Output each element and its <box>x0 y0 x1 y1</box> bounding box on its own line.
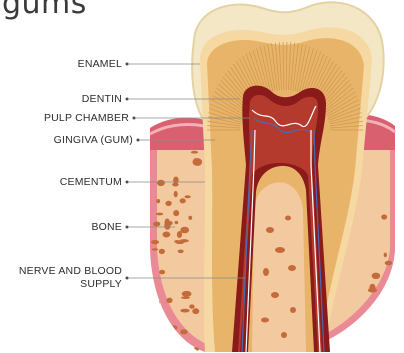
label-nerve-blood: NERVE AND BLOOD SUPPLY <box>19 265 122 291</box>
bone-spot <box>172 334 177 341</box>
bone-spot <box>189 304 194 308</box>
bone-spot <box>384 253 387 258</box>
bone-spot <box>173 347 179 353</box>
bone-spot <box>156 199 160 203</box>
bone-spot <box>194 158 198 161</box>
bone-spot <box>157 180 165 186</box>
bone-spot <box>166 298 172 303</box>
bone-spot <box>180 198 186 203</box>
bone-spot <box>152 346 159 350</box>
bone-spot <box>174 191 178 197</box>
bone-spot <box>175 221 179 224</box>
bone-spot <box>178 250 184 254</box>
bone-spot <box>372 273 381 279</box>
bone-spot <box>180 227 189 234</box>
bone-spot <box>152 248 158 250</box>
bone-spot <box>154 300 160 307</box>
label-gingiva: GINGIVA (GUM) <box>54 134 133 147</box>
bone-spot <box>192 308 199 314</box>
bone-spot <box>156 306 162 312</box>
bone-spot <box>173 210 179 216</box>
label-nerve-line1: NERVE AND BLOOD <box>19 265 122 278</box>
bone-spot <box>156 213 163 216</box>
label-dentin: DENTIN <box>82 93 122 106</box>
bone-spot <box>174 240 180 243</box>
bone-spot <box>163 232 171 238</box>
bone-spot <box>191 151 198 154</box>
bone-spot <box>182 291 192 297</box>
bone-spot <box>153 222 160 227</box>
bone-spot <box>173 177 179 185</box>
label-pulp-chamber: PULP CHAMBER <box>44 112 129 125</box>
inter-root-bone <box>252 182 306 352</box>
bone-spot <box>381 214 387 219</box>
bone-spot <box>384 326 388 328</box>
bone-spot <box>385 261 393 266</box>
bone-spot <box>382 310 392 314</box>
label-enamel: ENAMEL <box>78 58 122 71</box>
bone-spot <box>159 270 165 275</box>
bone-spot <box>165 201 171 206</box>
bone-spot <box>373 321 381 327</box>
label-cementum: CEMENTUM <box>60 176 122 189</box>
bone-spot <box>165 219 170 227</box>
bone-spot <box>180 329 188 334</box>
bone-spot <box>193 347 199 351</box>
bone-spot <box>181 296 190 299</box>
bone-spot <box>368 288 377 293</box>
label-nerve-line2: SUPPLY <box>19 278 122 291</box>
bone-spot <box>188 216 192 220</box>
label-bone: BONE <box>91 221 122 234</box>
bone-spot <box>159 249 165 254</box>
bone-spot <box>180 309 189 313</box>
bone-spot <box>185 195 191 198</box>
bone-spot <box>177 231 182 238</box>
bone-spot <box>151 240 159 244</box>
